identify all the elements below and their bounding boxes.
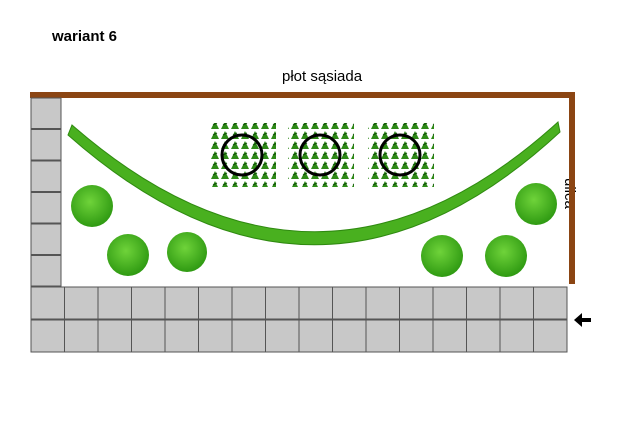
path-tile <box>30 223 62 255</box>
pavement-tile <box>265 319 300 353</box>
flower-bed-1 <box>210 123 276 187</box>
pavement-tile <box>265 286 300 320</box>
path-tile <box>30 192 62 224</box>
flower-bed-3 <box>368 123 434 187</box>
shrub-2 <box>107 234 149 276</box>
pavement-tile <box>64 286 99 320</box>
pavement-tile <box>466 319 501 353</box>
pavement-tile <box>298 286 333 320</box>
pavement-tile <box>533 286 568 320</box>
pavement-tile <box>97 319 132 353</box>
pavement-tile <box>30 319 65 353</box>
pavement-tile <box>131 286 166 320</box>
shrub-4 <box>421 235 463 277</box>
neighbor-fence <box>30 92 574 98</box>
shrub-1 <box>71 185 113 227</box>
street-fence <box>569 92 575 284</box>
path-tile <box>30 160 62 192</box>
diagram-title: wariant 6 <box>52 28 118 45</box>
pavement-tile <box>231 319 266 353</box>
path-tile <box>30 255 62 287</box>
pavement-tile <box>298 319 333 353</box>
path-tile <box>30 97 62 129</box>
pavement-tile <box>432 319 467 353</box>
shrub-6 <box>515 183 557 225</box>
shrub-3 <box>167 232 207 272</box>
pavement-tile <box>499 319 534 353</box>
left-arrow-icon <box>574 313 591 327</box>
pavement-tile <box>164 319 199 353</box>
pavement-tile <box>499 286 534 320</box>
pavement-tile <box>533 319 568 353</box>
neighbor-fence-label: płot sąsiada <box>282 68 363 85</box>
pavement-tile <box>432 286 467 320</box>
pavement-tile <box>399 319 434 353</box>
pavement-tile <box>466 286 501 320</box>
pavement-tile <box>365 319 400 353</box>
left-path-tiles <box>30 97 62 287</box>
pavement-tile <box>231 286 266 320</box>
shrub-5 <box>485 235 527 277</box>
pavement-tile <box>64 319 99 353</box>
flower-bed-2 <box>288 123 354 187</box>
pavement-tile <box>97 286 132 320</box>
pavement-tile <box>332 319 367 353</box>
pavement-tile <box>399 286 434 320</box>
pavement-tile <box>365 286 400 320</box>
pavement-tile <box>30 286 65 320</box>
pavement-tile <box>332 286 367 320</box>
pavement-tile <box>198 319 233 353</box>
curved-hedge <box>67 121 561 246</box>
path-tile <box>30 129 62 161</box>
pavement-tile <box>164 286 199 320</box>
bottom-pavement-tiles <box>30 286 568 353</box>
pavement-tile <box>198 286 233 320</box>
pavement-tile <box>131 319 166 353</box>
